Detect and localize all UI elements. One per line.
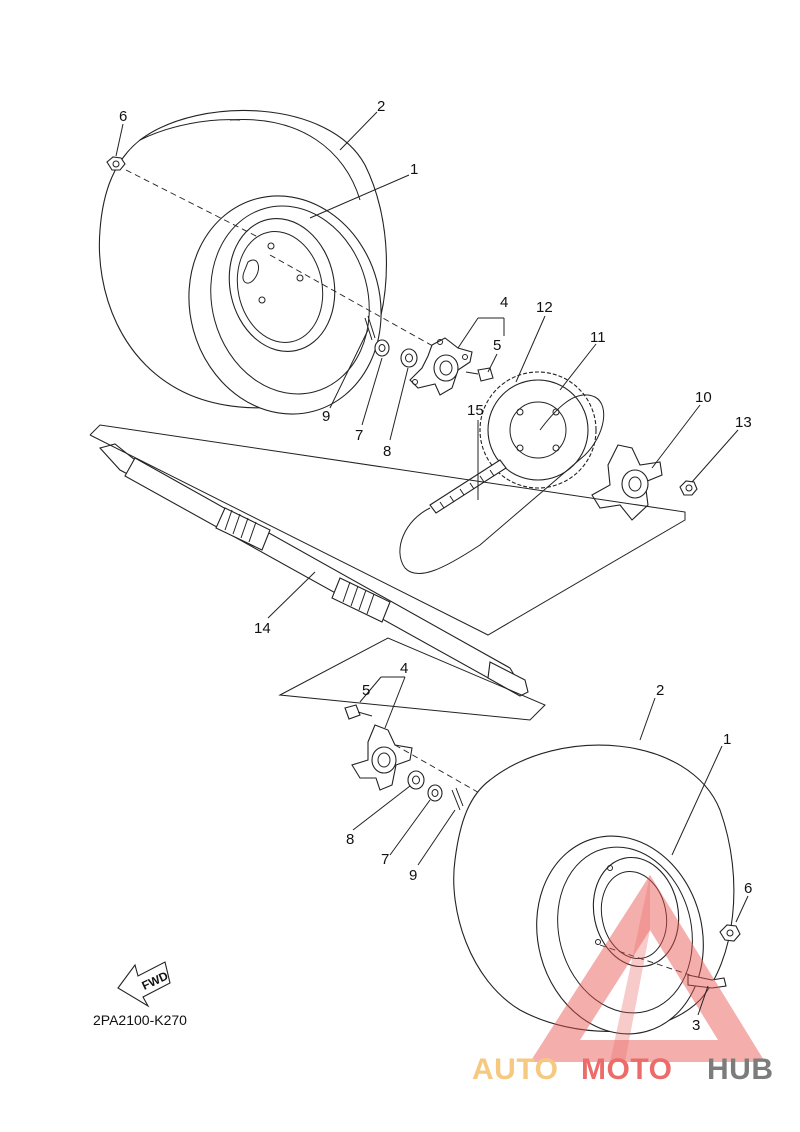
lower-cotter-pin-9 <box>451 787 464 811</box>
callout-1-upper: 1 <box>410 161 418 178</box>
callout-15: 15 <box>467 402 484 419</box>
rear-axle-14 <box>98 443 529 697</box>
callout-8-upper: 8 <box>383 443 391 460</box>
watermark-hub: HUB <box>707 1053 774 1086</box>
upper-cotter-pin-9 <box>364 315 376 341</box>
callout-6-upper: 6 <box>119 108 127 125</box>
callout-10: 10 <box>695 389 712 406</box>
assembly-frame <box>89 424 686 636</box>
callout-5-lower: 5 <box>362 682 370 699</box>
leader-lines <box>115 111 749 1016</box>
lower-bolt-5 <box>344 704 373 720</box>
lower-nut-6 <box>719 924 741 942</box>
callout-4-lower: 4 <box>400 660 408 677</box>
callout-1-lower: 1 <box>723 731 731 748</box>
upper-nut-6 <box>106 156 126 171</box>
watermark-auto: AUTO <box>472 1053 558 1086</box>
valve-stem-3 <box>599 944 727 989</box>
callout-2-upper: 2 <box>377 98 385 115</box>
lower-castle-nut-7 <box>427 784 443 802</box>
callout-5-upper: 5 <box>493 337 501 354</box>
callout-14: 14 <box>254 620 271 637</box>
callout-2-lower: 2 <box>656 682 664 699</box>
callout-7-upper: 7 <box>355 427 363 444</box>
callout-13: 13 <box>735 414 752 431</box>
upper-rim <box>228 218 336 352</box>
callout-3: 3 <box>692 1017 700 1034</box>
sprocket-hub-10 <box>591 444 663 521</box>
diagram-code: 2PA2100-K270 <box>93 1012 187 1028</box>
callout-6-lower: 6 <box>744 880 752 897</box>
callout-7-lower: 7 <box>381 851 389 868</box>
callout-4-upper: 4 <box>500 294 508 311</box>
upper-bolt-5 <box>465 367 494 382</box>
callout-12: 12 <box>536 299 553 316</box>
callout-8-lower: 8 <box>346 831 354 848</box>
lower-hub-4 <box>351 724 413 791</box>
lower-washer-8 <box>407 770 425 790</box>
upper-hub-4 <box>409 337 473 396</box>
drive-chain-15 <box>429 459 507 514</box>
upper-castle-nut-7 <box>374 339 390 357</box>
upper-washer-8 <box>400 348 418 368</box>
nut-13 <box>679 480 698 496</box>
callout-9-upper: 9 <box>322 408 330 425</box>
watermark-triangle <box>530 875 765 1062</box>
callout-labels: 6 2 1 4 5 12 11 9 7 8 15 10 13 14 4 5 8 … <box>119 98 752 1034</box>
callout-11: 11 <box>590 329 606 346</box>
callout-9-lower: 9 <box>409 867 417 884</box>
watermark-moto: MOTO <box>581 1053 672 1086</box>
automotohub-watermark: AUTO MOTO HUB <box>472 875 774 1086</box>
chain-loop <box>399 394 605 575</box>
fwd-arrow-icon: FWD <box>117 961 171 1008</box>
lower-rim <box>592 856 680 968</box>
